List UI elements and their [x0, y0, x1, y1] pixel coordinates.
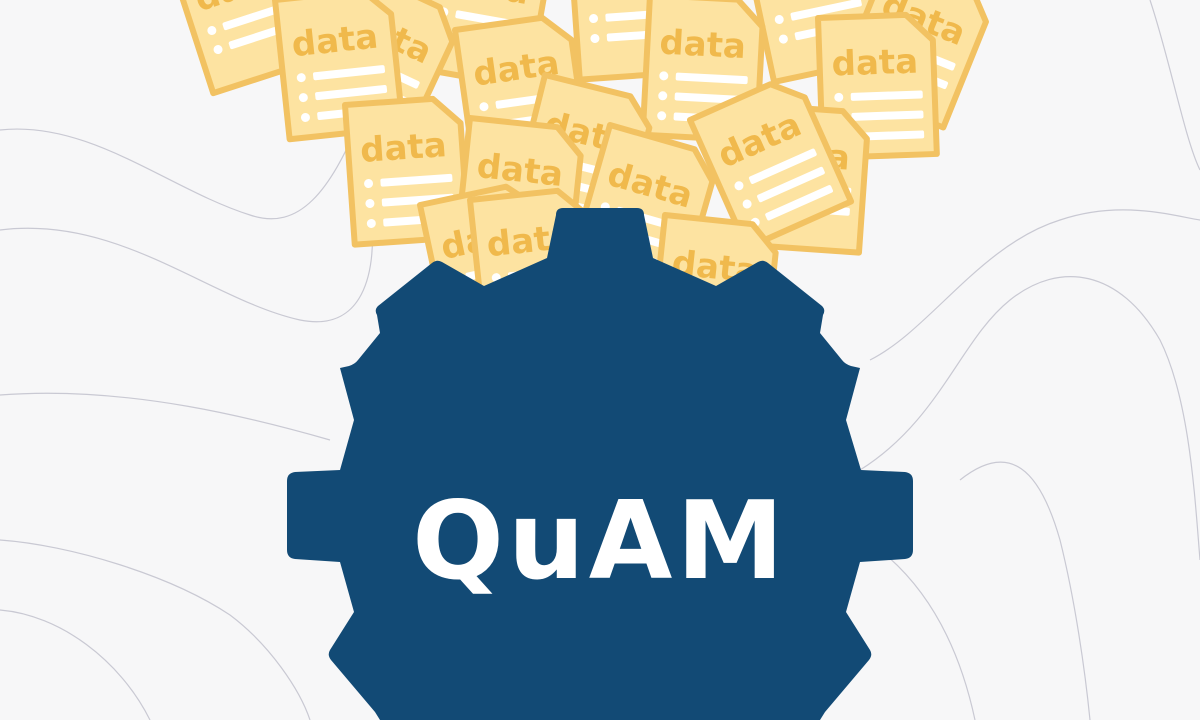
gear-label: QuAM: [412, 479, 788, 604]
data-document-icon: data: [687, 81, 855, 251]
contour-line: [0, 609, 151, 720]
contour-line: [0, 392, 331, 441]
contour-line: [959, 461, 1091, 720]
doc-word-text: data: [584, 0, 673, 6]
doc-word-text: data: [475, 146, 565, 195]
contour-line: [869, 209, 1200, 361]
contour-line: [0, 199, 373, 323]
doc-word-text: data: [831, 42, 919, 85]
data-document-pile: data data data data: [167, 0, 989, 370]
doc-word-text: data: [658, 23, 746, 67]
contour-line: [859, 276, 1200, 561]
contour-line: [0, 539, 311, 720]
contour-line: [0, 119, 361, 220]
contour-line: [879, 549, 976, 720]
doc-word-text: data: [290, 17, 380, 66]
contour-line: [1149, 0, 1200, 171]
doc-word-text: data: [359, 125, 448, 171]
gear-body: [287, 208, 913, 720]
data-document-icon: data: [815, 11, 940, 161]
data-document-icon: data: [342, 95, 472, 248]
gear-icon: QuAM: [287, 208, 913, 720]
